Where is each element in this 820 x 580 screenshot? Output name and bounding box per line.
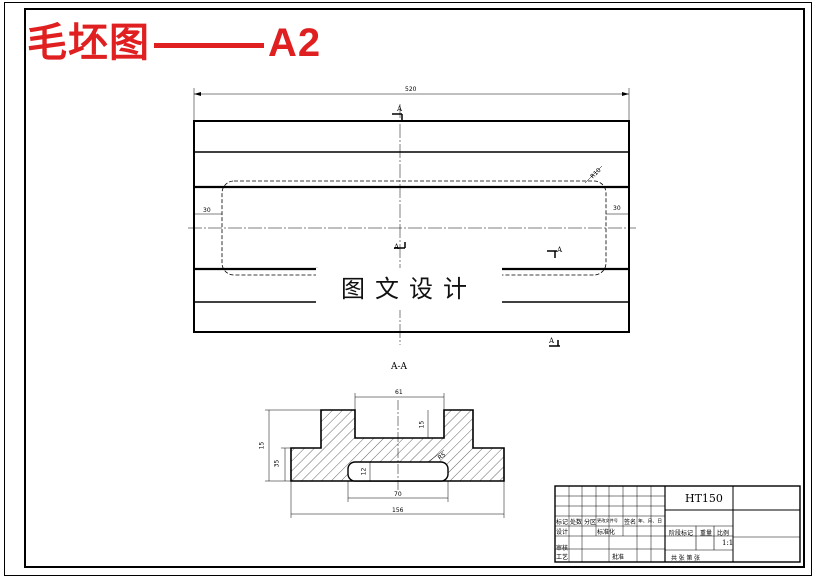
dim-right: 30 [613, 205, 621, 212]
section-view [265, 393, 505, 518]
dim-left: 30 [203, 207, 211, 214]
tb-label-standard: 标准化 [597, 530, 616, 536]
dim-total: 156 [392, 507, 404, 514]
title-text: 毛坯图 [27, 21, 150, 65]
watermark-label: 图文设计 [316, 268, 502, 310]
cut-label-bottom: A [549, 337, 555, 345]
tb-label-process: 工艺 [556, 555, 569, 561]
dim-inner: 12 [360, 467, 368, 476]
outer-border [4, 2, 812, 576]
material-value: HT150 [685, 492, 723, 505]
cut-label-mid: A [394, 243, 400, 251]
title-code: A2 [268, 21, 322, 65]
tb-label-count: 处数 [570, 520, 583, 526]
title-dash [154, 42, 264, 48]
tb-label-review: 审核 [556, 546, 569, 552]
tb-label-design: 设计 [556, 530, 569, 536]
scale-value: 1:1 [722, 539, 734, 547]
tb-label-approve: 批准 [612, 555, 625, 561]
cut-label-right: A [557, 246, 563, 254]
dim-height: 35 [273, 459, 281, 468]
dim-side: 15 [258, 441, 266, 450]
tb-label-mark: 标记 [556, 520, 569, 526]
tb-label-ratio: 比例 [717, 531, 730, 537]
drawing-frame [24, 8, 805, 568]
tb-label-zone: 分区 [584, 520, 597, 526]
dim-width: 520 [405, 86, 417, 93]
hidden-slot [221, 180, 607, 276]
tb-label-sheet: 共 张 第 张 [671, 556, 701, 562]
dim-slot: 70 [394, 491, 402, 498]
title-block [554, 485, 801, 563]
tb-label-sign: 签名 [624, 520, 637, 526]
cut-label-top: A [397, 105, 403, 113]
tb-label-change: 更改文件号 [597, 519, 619, 524]
tb-label-weight: 重量 [700, 531, 713, 537]
dim-top: 61 [395, 389, 403, 396]
drawing-title: 毛坯图 A2 [27, 19, 321, 67]
plan-outline [193, 120, 630, 333]
tb-label-stage: 阶段标记 [669, 531, 694, 537]
dim-step: 15 [418, 420, 426, 429]
section-label: A-A [391, 362, 408, 372]
tb-label-date: 年、月、日 [638, 519, 663, 525]
